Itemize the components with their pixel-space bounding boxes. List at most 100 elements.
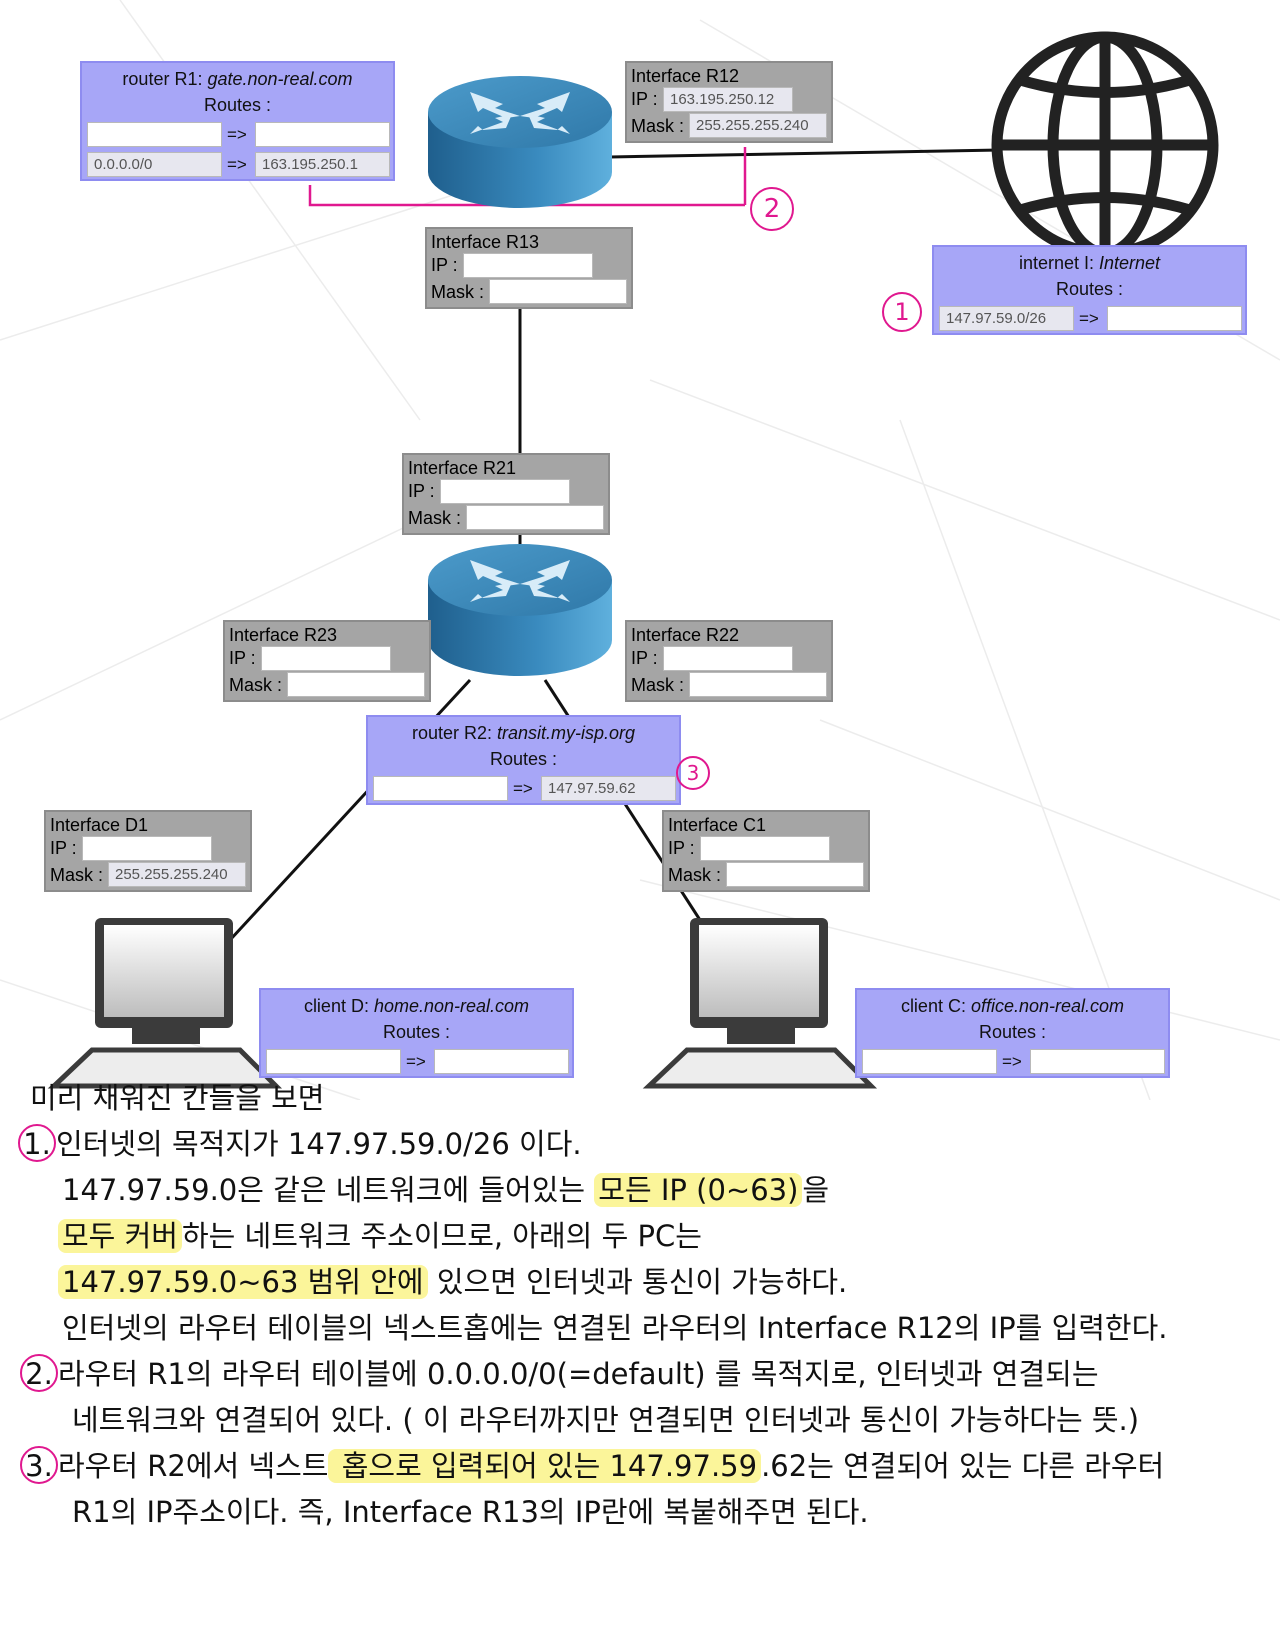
interface-r23-mask-label: Mask : [229, 675, 283, 695]
client-c-host: office.non-real.com [970, 996, 1125, 1016]
interface-c1-panel: Interface C1 IP : Mask : [662, 810, 870, 892]
annotation-mark-2: 2 [750, 187, 794, 231]
note-1-highlight-ip-range: 모든 IP (0~63) [594, 1173, 803, 1207]
client-d-routes-label: Routes : [382, 1022, 451, 1042]
interface-r22-mask-input[interactable] [689, 672, 827, 697]
internet-title: internet I: [1018, 253, 1099, 273]
note-1-highlight-range: 147.97.59.0~63 범위 안에 [58, 1265, 428, 1299]
interface-r13-title: Interface R13 [431, 232, 540, 252]
r1-route2-arrow: => [227, 155, 247, 174]
note-3-line-a-end: .62는 연결되어 있는 다른 라우터 [761, 1449, 1165, 1483]
router-r1-routes-label: Routes : [203, 95, 272, 115]
client-d-route-nexthop-input[interactable] [434, 1049, 569, 1074]
note-3-line-b: R1의 IP주소이다. 즉, Interface R13의 IP란에 복붙해주면… [72, 1495, 869, 1529]
interface-r23-ip-label: IP : [229, 648, 256, 668]
note-1-line-b: 147.97.59.0은 같은 네트워크에 들어있는 [62, 1173, 595, 1207]
client-c-routes-label: Routes : [978, 1022, 1047, 1042]
client-c-route-nexthop-input[interactable] [1030, 1049, 1165, 1074]
r1-route1-nexthop-input[interactable] [255, 122, 390, 147]
router-icon [428, 76, 612, 208]
note-1-line-c: 하는 네트워크 주소이므로, 아래의 두 PC는 [181, 1219, 702, 1253]
internet-route-arrow: => [1079, 309, 1099, 328]
internet-route-nexthop-input[interactable] [1107, 306, 1242, 331]
note-1-number: 1. [18, 1124, 56, 1162]
client-d-route-destination-input[interactable] [266, 1049, 401, 1074]
interface-r21-title: Interface R21 [408, 458, 517, 478]
interface-r23-title: Interface R23 [229, 625, 338, 645]
client-d-route-arrow: => [406, 1052, 426, 1071]
note-3-line-a: 라우터 R2에서 넥스트 [58, 1449, 329, 1483]
client-c-route-arrow: => [1002, 1052, 1022, 1071]
interface-r23-mask-input[interactable] [287, 672, 425, 697]
router-icon [428, 544, 612, 676]
client-c-title: client C: [900, 996, 971, 1016]
interface-r13-ip-input[interactable] [463, 253, 593, 278]
note-2-line-a: 라우터 R1의 라우터 테이블에 0.0.0.0/0(=default) 를 목… [58, 1357, 1099, 1391]
interface-r21-panel: Interface R21 IP : Mask : [402, 453, 610, 535]
interface-r22-panel: Interface R22 IP : Mask : [625, 620, 833, 702]
interface-c1-ip-label: IP : [668, 838, 695, 858]
interface-d1-panel: Interface D1 IP : Mask : 255.255.255.240 [44, 810, 252, 892]
computer-icon [642, 918, 878, 1089]
router-r2-title: router R2: [411, 723, 497, 743]
interface-r12-mask-input[interactable]: 255.255.255.240 [689, 113, 827, 138]
interface-r13-ip-label: IP : [431, 255, 458, 275]
interface-r13-panel: Interface R13 IP : Mask : [425, 227, 633, 309]
interface-r22-ip-label: IP : [631, 648, 658, 668]
client-c-panel: client C: office.non-real.com Routes : =… [855, 988, 1170, 1078]
client-d-panel: client D: home.non-real.com Routes : => [259, 988, 574, 1078]
interface-r12-ip-label: IP : [631, 89, 658, 109]
internet-route-destination-input[interactable]: 147.97.59.0/26 [939, 306, 1074, 331]
note-1-line-a: 인터넷의 목적지가 147.97.59.0/26 이다. [56, 1127, 582, 1161]
note-1-line-e: 인터넷의 라우터 테이블의 넥스트홉에는 연결된 라우터의 Interface … [62, 1311, 1168, 1345]
interface-r22-mask-label: Mask : [631, 675, 685, 695]
interface-r21-ip-label: IP : [408, 481, 435, 501]
r2-route-arrow: => [513, 779, 533, 798]
router-r2-host: transit.my-isp.org [497, 723, 636, 743]
interface-r12-mask-label: Mask : [631, 116, 685, 136]
interface-d1-ip-label: IP : [50, 838, 77, 858]
interface-d1-ip-input[interactable] [82, 836, 212, 861]
note-1-highlight-cover: 모두 커버 [58, 1219, 182, 1253]
router-r1-panel: router R1: gate.non-real.com Routes : =>… [80, 61, 395, 181]
interface-r21-mask-input[interactable] [466, 505, 604, 530]
note-3-number: 3. [20, 1446, 58, 1484]
note-2-line-b: 네트워크와 연결되어 있다. ( 이 라우터까지만 연결되면 인터넷과 통신이 … [72, 1403, 1140, 1437]
router-r1-title: router R1: [122, 69, 208, 89]
annotation-mark-3: 3 [676, 756, 710, 790]
annotation-mark-1: 1 [882, 292, 922, 332]
interface-c1-ip-input[interactable] [700, 836, 830, 861]
interface-c1-mask-input[interactable] [726, 862, 864, 887]
notes-heading: 미리 채워진 칸들을 보면 [30, 1081, 325, 1115]
router-r2-panel: router R2: transit.my-isp.org Routes : =… [366, 715, 681, 805]
interface-r21-mask-label: Mask : [408, 508, 462, 528]
note-2-number: 2. [20, 1354, 58, 1392]
r1-route1-destination-input[interactable] [87, 122, 222, 147]
r2-route-destination-input[interactable] [373, 776, 508, 801]
interface-r12-ip-input[interactable]: 163.195.250.12 [663, 87, 793, 112]
network-diagram [0, 0, 1280, 1100]
note-1-line-d: 있으면 인터넷과 통신이 가능하다. [427, 1265, 848, 1299]
router-r1-host: gate.non-real.com [207, 69, 353, 89]
r1-route2-nexthop-input[interactable]: 163.195.250.1 [255, 152, 390, 177]
router-r2-routes-label: Routes : [489, 749, 558, 769]
note-3-highlight-nexthop: 홉으로 입력되어 있는 147.97.59 [328, 1449, 762, 1483]
interface-r13-mask-input[interactable] [489, 279, 627, 304]
interface-c1-title: Interface C1 [668, 815, 767, 835]
globe-icon [991, 31, 1219, 259]
internet-panel: internet I: Internet Routes : 147.97.59.… [932, 245, 1247, 335]
interface-r22-title: Interface R22 [631, 625, 740, 645]
client-d-host: home.non-real.com [373, 996, 530, 1016]
interface-r21-ip-input[interactable] [440, 479, 570, 504]
r1-route2-destination-input[interactable]: 0.0.0.0/0 [87, 152, 222, 177]
interface-d1-mask-label: Mask : [50, 865, 104, 885]
interface-d1-title: Interface D1 [50, 815, 149, 835]
interface-d1-mask-input[interactable]: 255.255.255.240 [108, 862, 246, 887]
client-d-title: client D: [303, 996, 374, 1016]
client-c-route-destination-input[interactable] [862, 1049, 997, 1074]
interface-r23-ip-input[interactable] [261, 646, 391, 671]
r2-route-nexthop-input[interactable]: 147.97.59.62 [541, 776, 676, 801]
interface-r22-ip-input[interactable] [663, 646, 793, 671]
interface-c1-mask-label: Mask : [668, 865, 722, 885]
internet-host: Internet [1099, 253, 1161, 273]
